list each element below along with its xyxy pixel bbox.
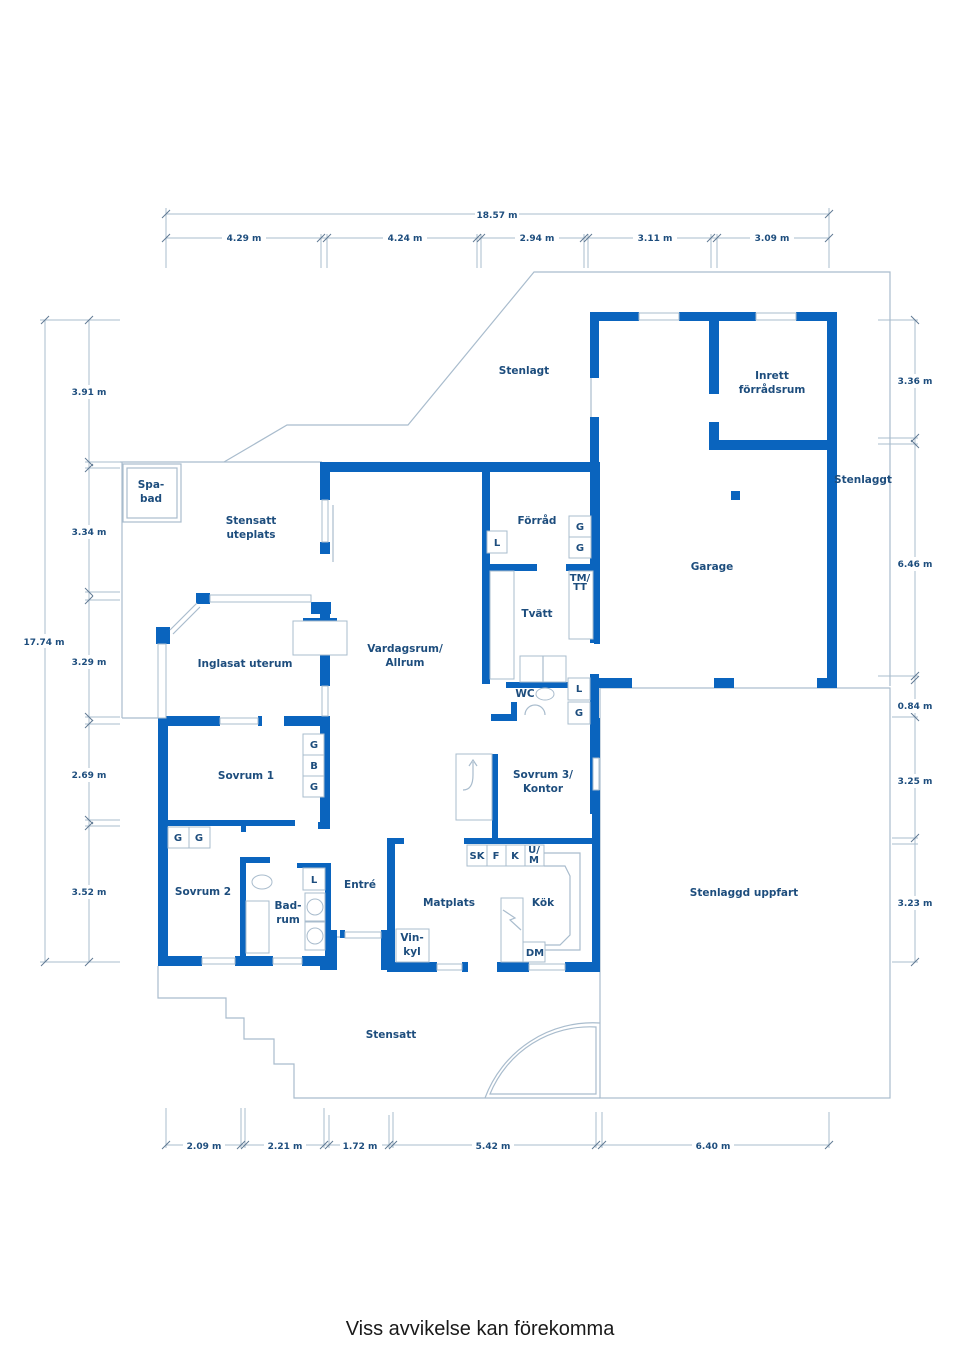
fixture-forrad-linen: L [494, 538, 501, 549]
dim-bottom-2: 2.21 m [268, 1142, 303, 1152]
dim-right-3: 0.84 m [898, 702, 933, 712]
dim-top-1: 4.29 m [227, 234, 262, 244]
fixture-kok-um-1: U/ [528, 845, 540, 856]
fixture-sovrum2-wardrobe-2: G [195, 833, 203, 844]
dim-right-1: 3.36 m [898, 377, 933, 387]
disclaimer-text: Viss avvikelse kan förekomma [345, 1318, 615, 1340]
room-inrett-1: Inrett [755, 370, 789, 382]
dim-bottom-3: 1.72 m [343, 1142, 378, 1152]
fixture-sovrum2-wardrobe-1: G [174, 833, 182, 844]
room-kok: Kök [532, 897, 555, 909]
room-stenlaggt: Stenlaggt [834, 474, 892, 486]
room-vinkyl-2: kyl [403, 946, 420, 958]
dim-right-2: 6.46 m [898, 560, 933, 570]
dim-bottom-5: 6.40 m [696, 1142, 731, 1152]
dim-left-1: 3.91 m [72, 388, 107, 398]
dim-left-4: 2.69 m [72, 771, 107, 781]
room-vardagsrum-1: Vardagsrum/ [367, 643, 443, 655]
fixture-sovrum1-wardrobe-2: G [310, 782, 318, 793]
fixture-kok-dm: DM [526, 948, 544, 959]
room-garage: Garage [691, 561, 734, 573]
room-labels: Stenlagt Spa- bad Stensatt uteplats Ingl… [138, 365, 892, 1041]
room-stenlagt: Stenlagt [499, 365, 549, 377]
windows [157, 312, 797, 971]
fixture-sovrum1-b: B [310, 761, 318, 772]
room-stenlaggd-uppfart: Stenlaggd uppfart [690, 887, 798, 899]
room-wc: WC [515, 688, 535, 700]
fixture-labels: L G G TM/ TT L G G B G G G L SK F K U/ M… [174, 522, 591, 959]
fixtures [167, 515, 594, 963]
room-badrum-2: rum [276, 914, 300, 926]
fixture-forrad-wardrobe-1: G [576, 522, 584, 533]
room-spabad-2: bad [140, 493, 162, 505]
fixture-kok-f: F [493, 851, 500, 862]
dim-left-2: 3.34 m [72, 528, 107, 538]
room-sovrum-3-1: Sovrum 3/ [513, 769, 573, 781]
room-sovrum-3-2: Kontor [523, 783, 564, 795]
room-sovrum-1: Sovrum 1 [218, 770, 274, 782]
fixture-sovrum1-wardrobe-1: G [310, 740, 318, 751]
dim-right-4: 3.25 m [898, 777, 933, 787]
fixture-kok-k: K [511, 851, 520, 862]
room-matplats: Matplats [423, 897, 475, 909]
fixture-wc-wardrobe: G [575, 708, 583, 719]
room-forrad: Förråd [518, 514, 557, 527]
room-sovrum-2: Sovrum 2 [175, 886, 231, 898]
room-inglasat-uterum: Inglasat uterum [198, 658, 293, 670]
dimension-lines: 18.57 m 4.29 m 4.24 m 2.94 m 3.11 m 3.09… [24, 207, 935, 1152]
site-outlines [120, 271, 891, 1099]
room-stensatt: Stensatt [366, 1029, 417, 1041]
room-entre: Entré [344, 879, 376, 891]
dim-bottom-1: 2.09 m [187, 1142, 222, 1152]
room-vinkyl-1: Vin- [400, 932, 423, 944]
fixture-wc-linen: L [576, 684, 583, 695]
dim-bottom-4: 5.42 m [476, 1142, 511, 1152]
fixture-bad-linen: L [311, 875, 318, 886]
fixture-forrad-wardrobe-2: G [576, 543, 584, 554]
dim-top-2: 4.24 m [388, 234, 423, 244]
dim-top-3: 2.94 m [520, 234, 555, 244]
dim-left-total: 17.74 m [24, 638, 65, 648]
dim-right-5: 3.23 m [898, 899, 933, 909]
dim-left-3: 3.29 m [72, 658, 107, 668]
fixture-kok-sk: SK [470, 851, 486, 862]
room-badrum-1: Bad- [275, 900, 302, 912]
walls [156, 312, 837, 972]
dim-top-total: 18.57 m [477, 211, 518, 221]
dim-left-5: 3.52 m [72, 888, 107, 898]
room-uteplats-1: Stensatt [226, 515, 277, 527]
room-inrett-2: förrådsrum [739, 383, 806, 396]
dim-top-5: 3.09 m [755, 234, 790, 244]
dim-top-4: 3.11 m [638, 234, 673, 244]
room-vardagsrum-2: Allrum [386, 657, 425, 669]
room-uteplats-2: uteplats [226, 529, 275, 541]
room-spabad-1: Spa- [138, 479, 165, 491]
fixture-kok-um-2: M [529, 855, 539, 866]
room-tvatt: Tvätt [521, 608, 552, 620]
fixture-washer-label-1: TM/ [570, 573, 591, 584]
fixture-washer-label-2: TT [573, 582, 587, 593]
